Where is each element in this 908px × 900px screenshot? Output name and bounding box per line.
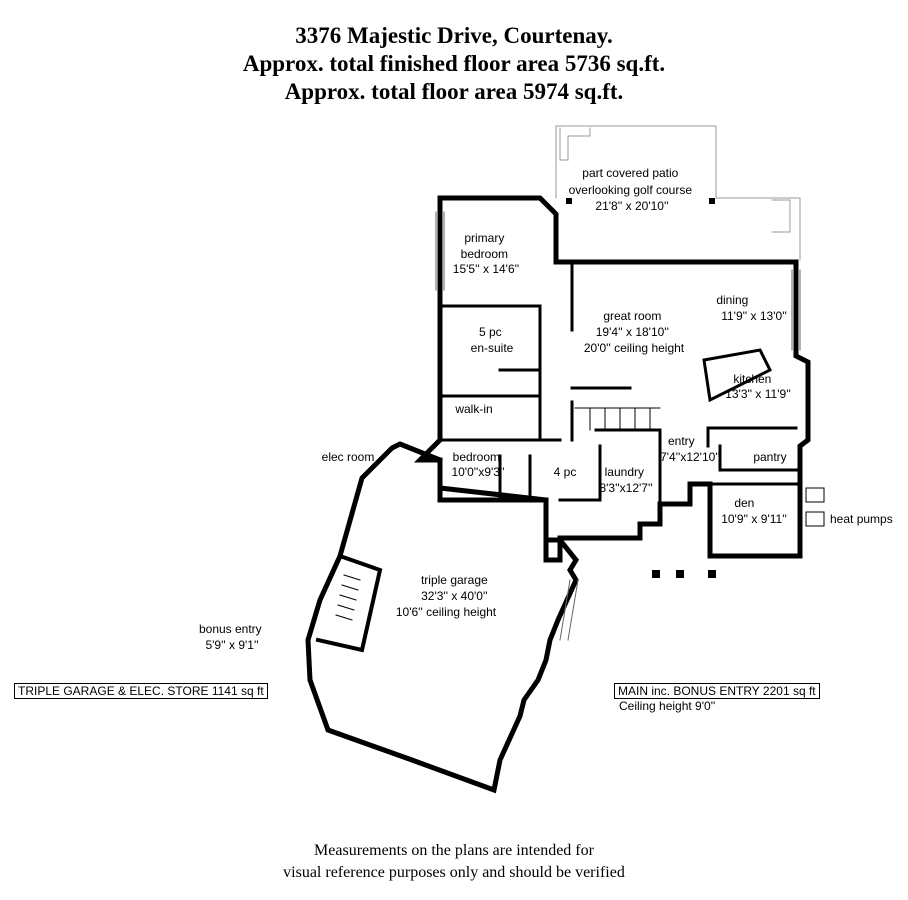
bedroom-label: bedroom 10'0''x9'3'' (451, 450, 504, 479)
ceiling-height-label: Ceiling height 9'0'' (619, 699, 716, 713)
main-exterior-wall (413, 195, 811, 563)
heat-pump-box (805, 487, 825, 503)
bonus-entry-label: bonus entry 5'9'' x 9'1'' (199, 622, 265, 652)
kitchen-label: kitchen 13'3'' x 11'9'' (725, 372, 791, 401)
heat-pump-box (805, 511, 825, 527)
garage-area-label: TRIPLE GARAGE & ELEC. STORE 1141 sq ft (14, 683, 268, 699)
great-room-label: great room 19'4'' x 18'10'' 20'0'' ceili… (584, 309, 685, 355)
finished-area-title: Approx. total finished floor area 5736 s… (242, 51, 666, 76)
dining-label: dining 11'9'' x 13'0'' (716, 293, 786, 323)
bath4-label: 4 pc (554, 465, 577, 479)
garage-label: triple garage 32'3'' x 40'0'' 10'6'' cei… (396, 573, 497, 619)
total-area-title: Approx. total floor area 5974 sq.ft. (284, 79, 624, 104)
walk-in-label: walk-in (454, 402, 492, 416)
disclaimer-line-1: Measurements on the plans are intended f… (314, 842, 594, 859)
ensuite-label: 5 pc en-suite (471, 325, 514, 355)
patio-label: part covered patio overlooking golf cour… (569, 166, 696, 213)
laundry-label: laundry 8'3''x12'7'' (599, 465, 652, 495)
primary-bedroom-label: primary bedroom 15'5'' x 14'6'' (453, 231, 519, 276)
patio-outline (555, 125, 717, 199)
disclaimer: Measurements on the plans are intended f… (0, 840, 908, 884)
patio-posts (566, 198, 716, 578)
heat-pumps-label: heat pumps (830, 512, 893, 526)
disclaimer-line-2: visual reference purposes only and shoul… (283, 864, 625, 881)
den-label: den 10'9'' x 9'11'' (721, 496, 787, 526)
interior-walls (438, 260, 798, 502)
pantry-label: pantry (753, 450, 786, 464)
plan-title: 3376 Majestic Drive, Courtenay. Approx. … (0, 22, 908, 106)
main-area-label: MAIN inc. BONUS ENTRY 2201 sq ft (614, 683, 820, 699)
garage-wall (305, 441, 580, 794)
elec-room-label: elec room (322, 450, 375, 464)
entry-label: entry 7'4''x12'10'' (660, 434, 720, 464)
address-title: 3376 Majestic Drive, Courtenay. (295, 23, 613, 48)
